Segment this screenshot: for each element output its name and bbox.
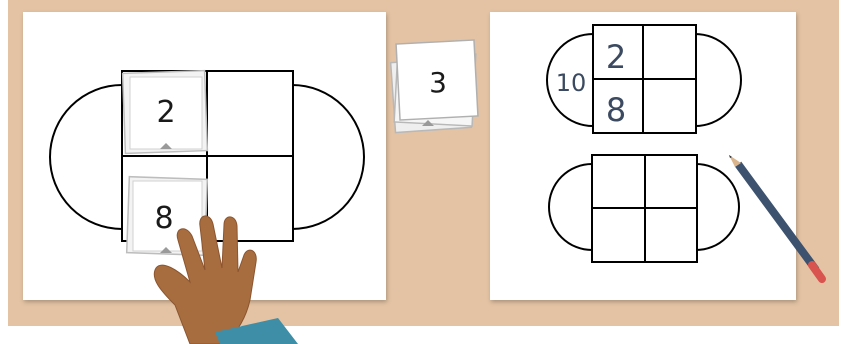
right-bottom-diagram <box>549 155 739 262</box>
card-deck[interactable]: 3 <box>391 40 478 133</box>
left-card-bottom-number: 8 <box>154 201 173 236</box>
left-card-top-number: 2 <box>156 95 175 130</box>
left-number-bond-diagram <box>50 71 364 241</box>
right-top-part-bottom-number: 8 <box>606 91 626 129</box>
left-card-top[interactable]: 2 <box>123 71 208 154</box>
deck-top-card-number: 3 <box>429 66 447 99</box>
right-top-whole-number: 10 <box>556 69 587 97</box>
right-top-part-top-number: 2 <box>606 38 626 76</box>
